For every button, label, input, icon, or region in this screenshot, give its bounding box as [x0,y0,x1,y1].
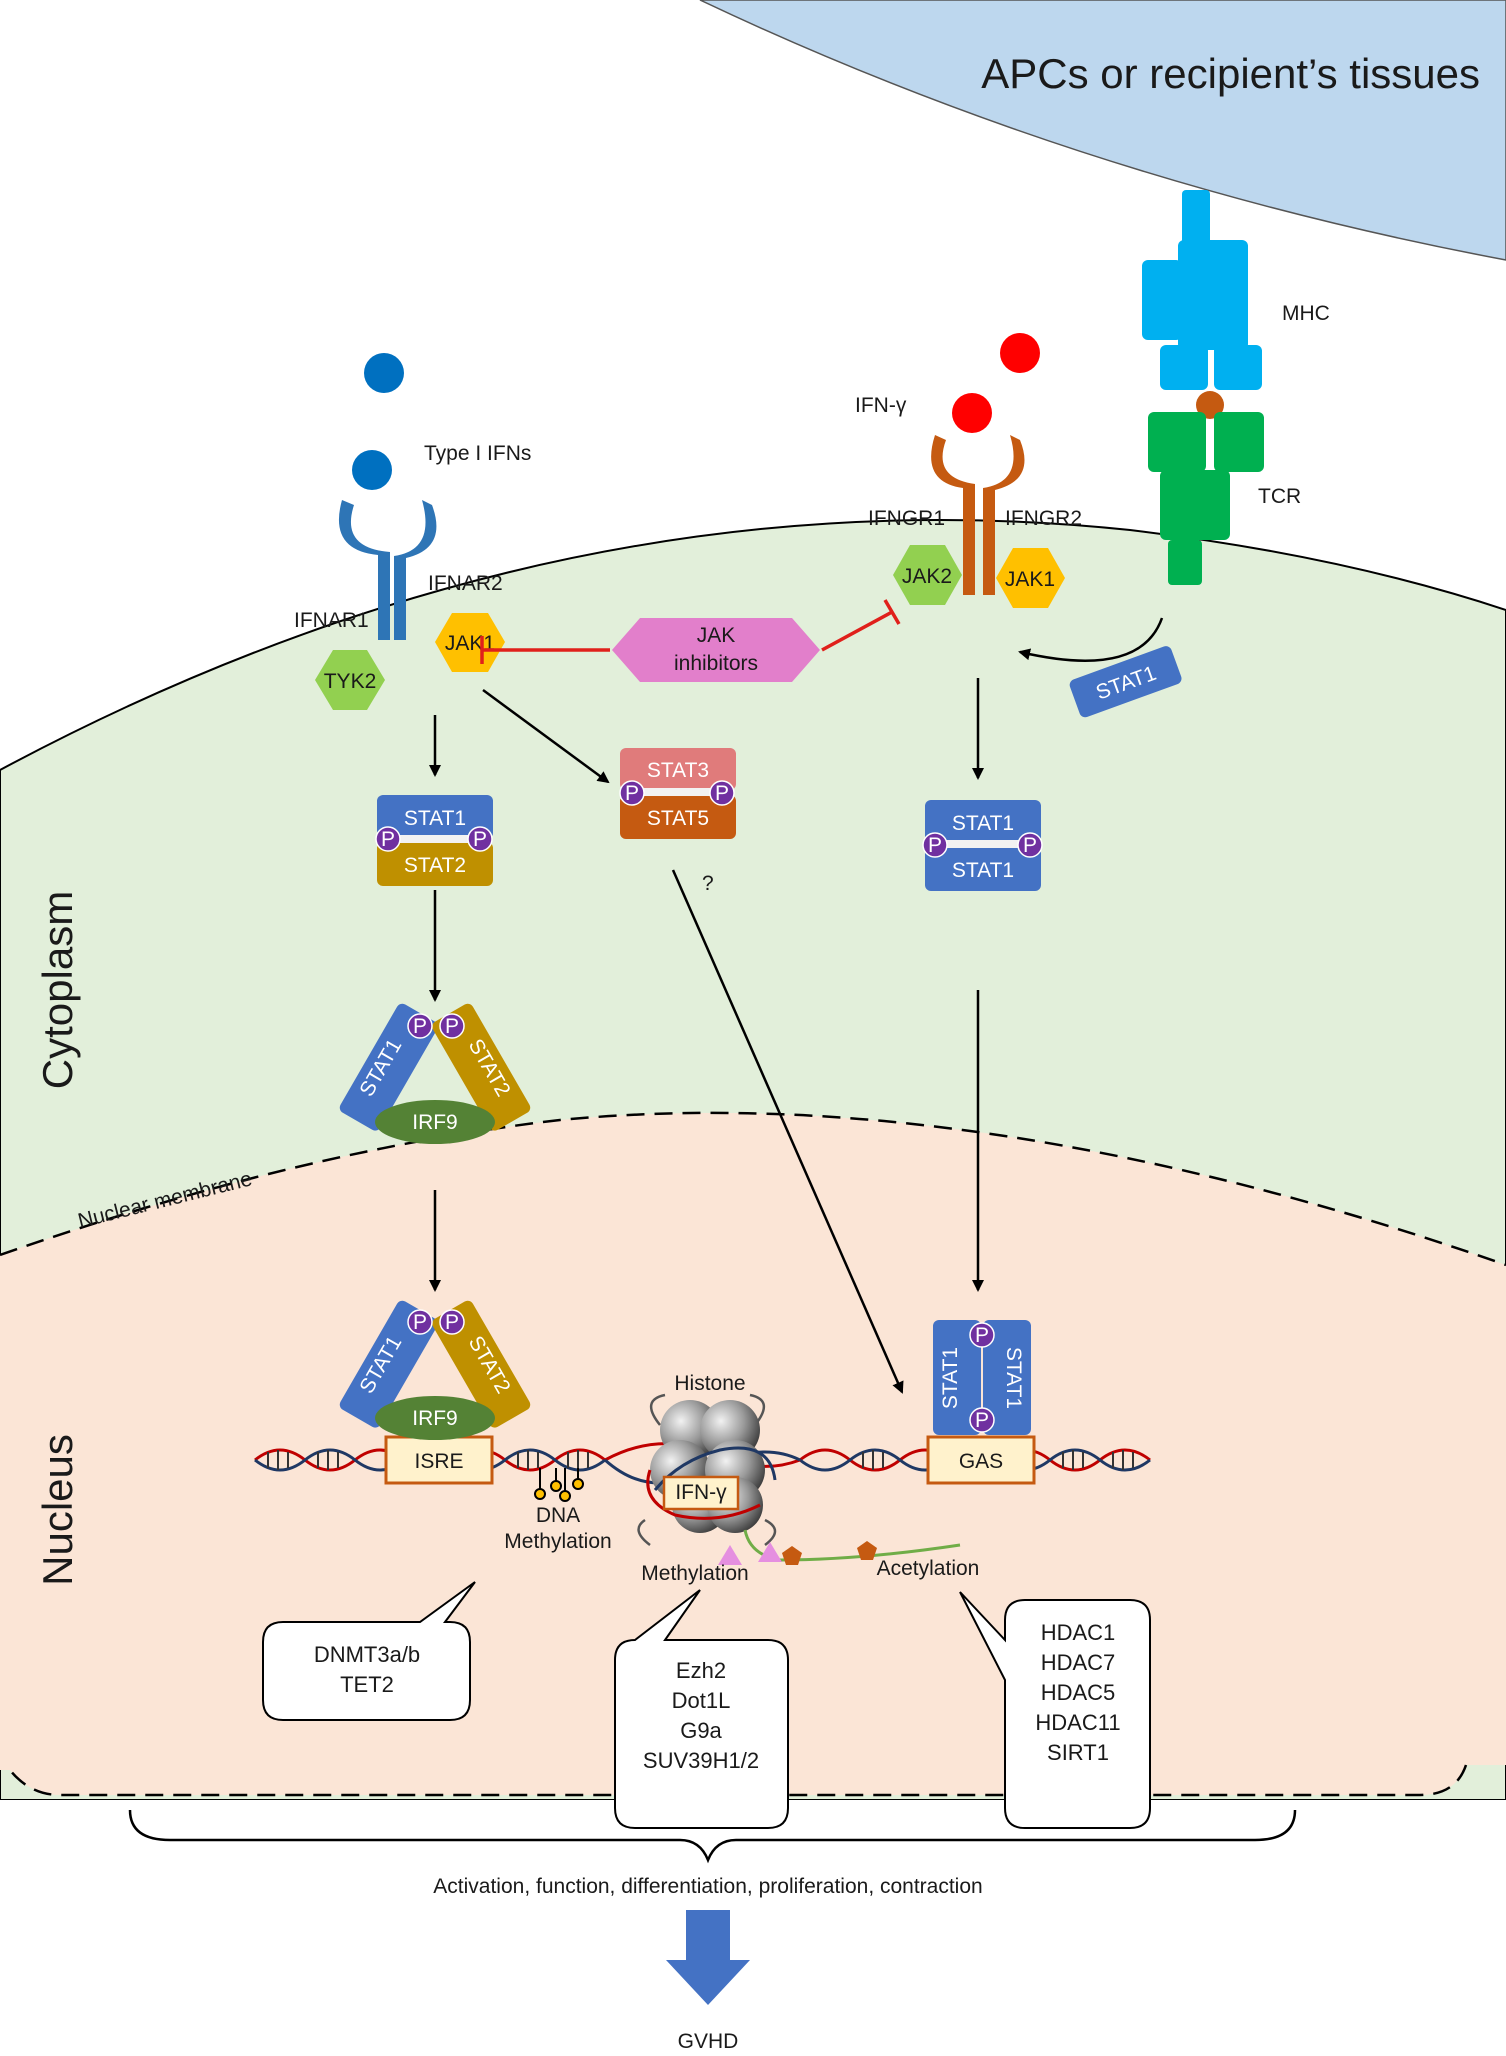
arrow-stat35-to-ifng-gene [671,869,904,1394]
ifn-gamma-ligand [1000,333,1040,373]
stat3-stat5-dimer: STAT3 STAT5 P P [619,748,736,839]
svg-text:P: P [413,1015,427,1038]
svg-text:P: P [975,1324,989,1347]
stat1-stat2-dimer: STAT1 STAT2 P P [375,795,493,886]
stat1-stat1-dimer: STAT1 STAT1 P P [922,800,1043,891]
svg-text:P: P [413,1311,427,1334]
outcome-brace [128,1809,1297,1864]
cytoplasm-label: Cytoplasm [34,891,81,1089]
type1-ifn-ligand [364,353,404,393]
ifn-gamma-label: IFN-γ [855,394,907,417]
gvhd-label: GVHD [678,2030,739,2053]
svg-text:STAT1: STAT1 [939,1347,962,1409]
jak-inhibitors-node: JAK inhibitors [612,618,820,682]
svg-text:P: P [928,834,942,857]
svg-text:STAT1: STAT1 [952,859,1014,882]
svg-text:HDAC1: HDAC1 [1041,1620,1116,1645]
svg-text:Dot1L: Dot1L [672,1688,731,1713]
svg-text:P: P [715,782,729,805]
histone-tail-marks [718,1529,961,1565]
svg-text:GAS: GAS [959,1450,1003,1473]
svg-text:P: P [445,1015,459,1038]
histone-nucleosome: IFN-γ [637,1393,777,1546]
apc-label: APCs or recipient’s tissues [981,50,1480,97]
histone-label: Histone [674,1372,745,1395]
dna-methylation-marks [534,1468,584,1502]
gas-element: GAS [926,1435,1036,1485]
tyk2-kinase: TYK2 [315,650,385,710]
apc-region [699,0,1506,261]
ifngr1-label: IFNGR1 [868,507,945,530]
svg-text:DNMT3a/b: DNMT3a/b [314,1642,420,1667]
outcomes-label: Activation, function, differentiation, p… [433,1875,982,1898]
mhc-tcr-complex [1142,190,1264,585]
svg-text:P: P [975,1409,989,1432]
ifn-gamma-ligand-bound [952,393,992,433]
svg-text:JAK: JAK [697,624,736,647]
nucleus-label: Nucleus [34,1434,81,1586]
svg-text:P: P [1023,834,1037,857]
tcr-label: TCR [1258,485,1301,508]
svg-text:P: P [473,828,487,851]
callout-dna-enzymes: DNMT3a/b TET2 [262,1581,476,1721]
tcr-to-ifngr-arrow [1018,617,1164,662]
stat35-question-mark: ? [702,872,714,895]
methylation-label: Methylation [641,1562,748,1585]
svg-text:P: P [381,828,395,851]
svg-text:TET2: TET2 [340,1672,394,1697]
dna-methylation-label-1: DNA [536,1504,580,1527]
svg-text:STAT5: STAT5 [647,807,709,830]
nuclear-membrane-top [0,1111,1506,1267]
svg-text:G9a: G9a [680,1718,722,1743]
svg-text:STAT3: STAT3 [647,759,709,782]
ifnar-receptor [338,500,437,640]
svg-text:STAT1: STAT1 [952,812,1014,835]
arrow-ifnar-to-stat35 [482,688,610,784]
isre-element: ISRE [384,1435,494,1485]
ifngr-receptor [931,435,1025,595]
svg-text:inhibitors: inhibitors [674,652,758,675]
svg-text:P: P [625,782,639,805]
svg-text:Ezh2: Ezh2 [676,1658,726,1683]
jak2-kinase: JAK2 [893,545,962,605]
svg-text:IRF9: IRF9 [412,1111,458,1134]
outcome-arrow [666,1910,750,2005]
inhibit-line-ifngr [821,610,893,652]
type1-ifn-ligand-bound [352,450,392,490]
svg-text:P: P [445,1311,459,1334]
acetylation-label: Acetylation [877,1557,980,1580]
svg-text:SIRT1: SIRT1 [1047,1740,1109,1765]
svg-text:SUV39H1/2: SUV39H1/2 [643,1748,759,1773]
isgf3-complex-cytoplasm: STAT1 STAT2 IRF9 P P [339,1003,531,1144]
isgf3-complex-nucleus: STAT1 STAT2 IRF9 P P [339,1300,531,1440]
svg-text:STAT1: STAT1 [1002,1347,1025,1409]
type1-ifns-label: Type I IFNs [424,442,531,465]
svg-text:IRF9: IRF9 [412,1407,458,1430]
svg-text:HDAC5: HDAC5 [1041,1680,1116,1705]
svg-text:HDAC11: HDAC11 [1035,1710,1120,1735]
mhc-label: MHC [1282,302,1330,325]
ifnar1-label: IFNAR1 [294,609,369,632]
ifnar2-label: IFNAR2 [428,572,503,595]
callout-histone-methylation-enzymes: Ezh2 Dot1L G9a SUV39H1/2 [614,1589,789,1829]
dna-methylation-label-2: Methylation [504,1530,611,1553]
svg-text:STAT1: STAT1 [404,807,466,830]
callout-acetylation-enzymes: HDAC1 HDAC7 HDAC5 HDAC11 SIRT1 [959,1591,1151,1829]
svg-text:JAK1: JAK1 [1005,568,1055,591]
svg-text:STAT2: STAT2 [404,854,466,877]
svg-text:TYK2: TYK2 [324,670,377,693]
jak1-kinase-ifngr: JAK1 [996,548,1065,608]
stat1-homodimer-gas: STAT1 STAT1 P P [933,1320,1031,1435]
ifngr2-label: IFNGR2 [1005,507,1082,530]
svg-text:HDAC7: HDAC7 [1041,1650,1116,1675]
svg-text:JAK2: JAK2 [902,565,952,588]
svg-text:IFN-γ: IFN-γ [675,1481,727,1504]
svg-text:ISRE: ISRE [414,1450,463,1473]
